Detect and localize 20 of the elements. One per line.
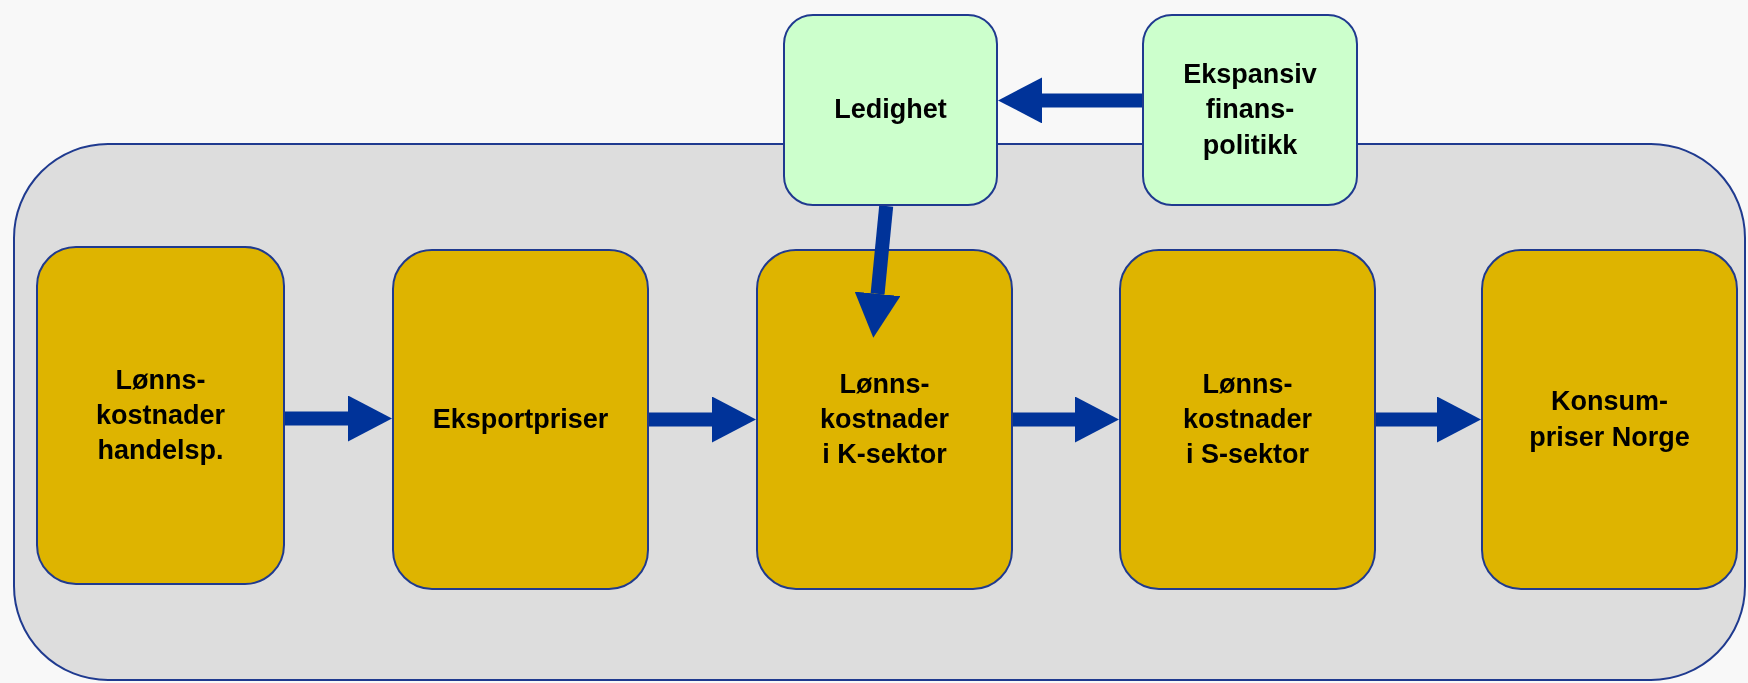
box-label: Eksportpriser	[432, 402, 609, 436]
process-box	[756, 249, 1013, 590]
box-label: Ekspansiv finans- politikk	[1182, 58, 1318, 162]
box-label: Lønns- kostnader i S-sektor	[1181, 367, 1313, 472]
arrow	[854, 205, 901, 338]
box-label: Lønns- kostnader i K-sektor	[818, 367, 950, 472]
factor-box	[1142, 14, 1358, 206]
arrow	[285, 395, 392, 442]
process-box	[36, 246, 285, 585]
arrow	[1376, 396, 1481, 443]
process-box	[1119, 249, 1376, 590]
arrow	[649, 396, 756, 443]
box-label: Konsum- priser Norge	[1528, 385, 1691, 454]
factor-box	[783, 14, 998, 206]
box-label: Lønns- kostnader handelsp.	[94, 363, 226, 468]
box-label: Ledighet	[834, 93, 947, 127]
process-box	[392, 249, 649, 590]
arrow	[998, 77, 1142, 124]
arrow	[1013, 396, 1119, 443]
process-box	[1481, 249, 1738, 590]
